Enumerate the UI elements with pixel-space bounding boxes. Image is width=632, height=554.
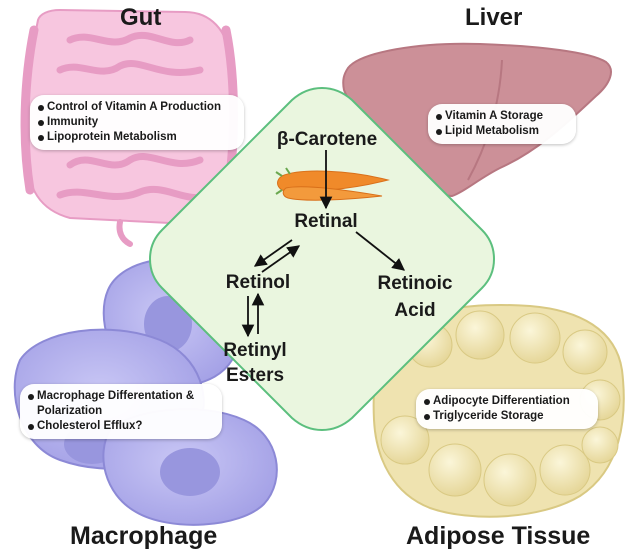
adipose-item: Triglyceride Storage <box>424 409 590 424</box>
arrow-retinal-to-retinoic-acid <box>355 231 405 271</box>
macrophage-info-card: Macrophage Differentation & Polarization… <box>20 384 222 439</box>
gut-item: Lipoprotein Metabolism <box>38 130 236 145</box>
gut-title: Gut <box>120 4 162 31</box>
node-beta-carotene: β-Carotene <box>276 129 378 150</box>
node-retinyl-esters-line1: Retinyl <box>223 340 287 361</box>
gut-item: Immunity <box>38 115 236 130</box>
node-retinyl-esters: Retinyl Esters <box>200 339 310 387</box>
central-pathway-panel <box>149 87 495 431</box>
adipose-title: Adipose Tissue <box>406 522 591 550</box>
macrophage-title: Macrophage <box>70 522 218 550</box>
carrot-illustration <box>275 167 390 201</box>
liver-item: Lipid Metabolism <box>436 124 568 139</box>
gut-info-card: Control of Vitamin A Production Immunity… <box>30 95 244 150</box>
gut-item: Control of Vitamin A Production <box>38 100 236 115</box>
arrow-retinol-to-retinal <box>261 245 301 273</box>
node-retinoic-acid-line2: Acid <box>394 300 436 321</box>
macrophage-item: Macrophage Differentation & Polarization <box>28 389 214 419</box>
node-retinal: Retinal <box>294 211 358 232</box>
liver-title: Liver <box>465 4 523 31</box>
node-retinol: Retinol <box>225 272 291 293</box>
adipose-info-card: Adipocyte Differentiation Triglyceride S… <box>416 389 598 429</box>
node-retinoic-acid: Retinoic Acid <box>360 272 470 322</box>
liver-item: Vitamin A Storage <box>436 109 568 124</box>
node-retinyl-esters-line2: Esters <box>225 365 285 386</box>
node-retinoic-acid-line1: Retinoic <box>377 273 453 294</box>
macrophage-item: Cholesterol Efflux? <box>28 419 214 434</box>
adipose-item: Adipocyte Differentiation <box>424 394 590 409</box>
arrow-retinal-to-retinol <box>253 239 293 267</box>
liver-info-card: Vitamin A Storage Lipid Metabolism <box>428 104 576 144</box>
